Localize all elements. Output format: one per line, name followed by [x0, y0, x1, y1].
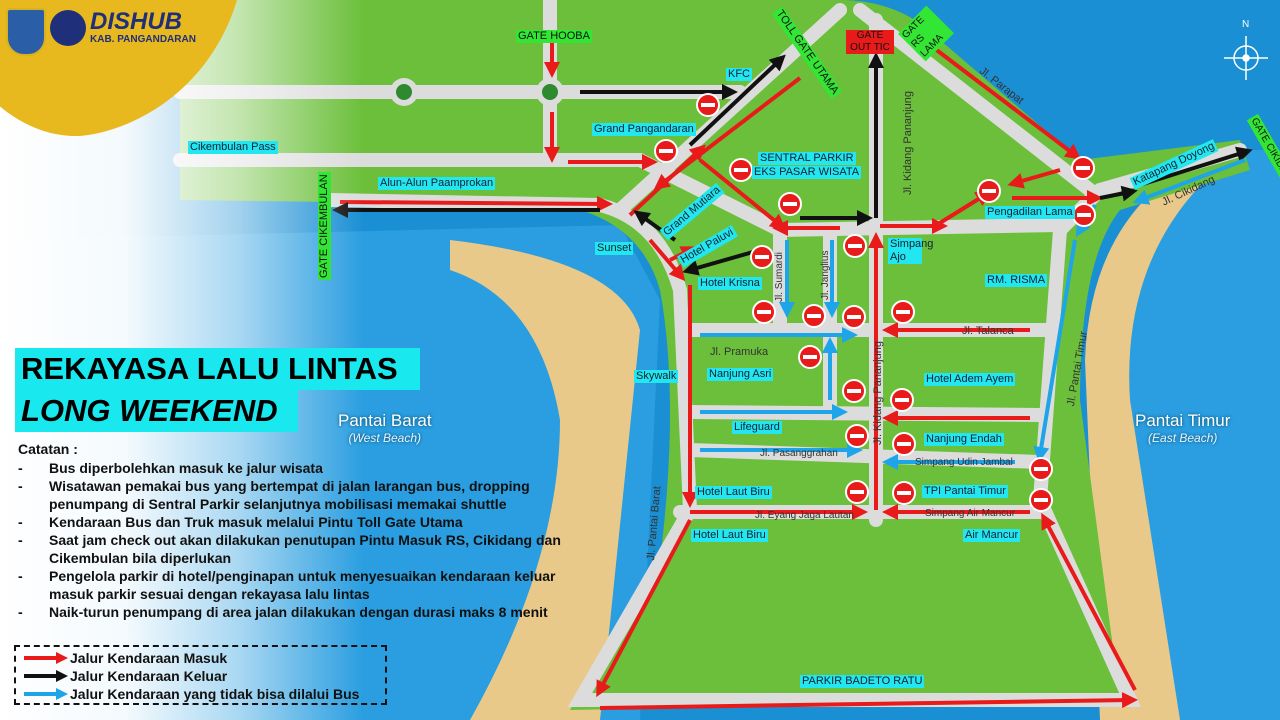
road-talanca: Jl. Talanca [962, 325, 1014, 337]
place-lifeguard: Lifeguard [732, 421, 782, 434]
place-parkir-badeto-ratu: PARKIR BADETO RATU [800, 675, 925, 688]
note-item: Bus diperbolehkan masuk ke jalur wisata [18, 459, 598, 477]
place-hotel-laut-biru-2: Hotel Laut Biru [691, 529, 768, 542]
compass-north-label: N [1242, 19, 1250, 30]
note-item: Naik-turun penumpang di area jalan dilak… [18, 603, 598, 621]
place-hotel-krisna: Hotel Krisna [698, 277, 762, 290]
road-simpang-udin-jambal: Simpang Udin Jambal [915, 457, 1013, 468]
note-item: Kendaraan Bus dan Truk masuk melalui Pin… [18, 513, 598, 531]
road-pramuka: Jl. Pramuka [710, 346, 769, 358]
place-nanjung-endah: Nanjung Endah [924, 433, 1004, 446]
east-beach-label: Pantai Timur(East Beach) [1135, 411, 1231, 445]
place-nanjung-asri: Nanjung Asri [707, 368, 774, 381]
regency-emblem-logo [6, 8, 46, 56]
compass-icon [1224, 36, 1268, 80]
title-line-1: REKAYASA LALU LINTAS [15, 348, 420, 390]
road-simpang-air-mancur: Simpang Air Mancur [925, 508, 1016, 519]
note-item: Saat jam check out akan dilakukan penutu… [18, 531, 598, 567]
place-sentral-parkir: SENTRAL PARKIR [758, 152, 856, 165]
note-item: Wisatawan pemakai bus yang bertempat di … [18, 477, 598, 513]
gate-hooba: GATE HOOBA [516, 30, 592, 43]
notes-heading: Catatan : [18, 441, 78, 457]
no-entry-signs [654, 93, 1096, 512]
place-air-mancur: Air Mancur [963, 529, 1021, 542]
road-sumardi: Jl. Sumardi [774, 251, 785, 302]
black-arrow-icon [24, 670, 68, 682]
place-skywalk: Skywalk [634, 370, 679, 383]
road-pasanggrahan: Jl. Pasanggrahan [760, 448, 838, 459]
place-pengadilan-lama: Pengadilan Lama [985, 206, 1075, 219]
place-eks-pasar-wisata: EKS PASAR WISATA [752, 166, 862, 179]
blue-arrow-icon [24, 688, 68, 700]
legend: Jalur Kendaraan Masuk Jalur Kendaraan Ke… [14, 645, 387, 705]
road-kidang-pananjung-south: Jl. Kidang Pananjung [872, 341, 884, 445]
place-alun-alun: Alun-Alun Paamprokan [378, 177, 496, 190]
road-kidang-pananjung-north: Jl. Kidang Pananjung [902, 91, 914, 195]
notes-section: Catatan : Bus diperbolehkan masuk ke jal… [18, 441, 598, 621]
gate-out-tic: GATE OUT TIC [846, 30, 894, 54]
title-line-2: LONG WEEKEND [15, 390, 298, 432]
road-janglius: Jl. Janglius [820, 250, 831, 300]
place-grand-pangandaran: Grand Pangandaran [592, 123, 696, 136]
place-tpi-pantai-timur: TPI Pantai Timur [922, 485, 1008, 498]
ministry-globe-logo [50, 10, 86, 46]
road-eyang-jaga-lautan: Jl. Eyang Jaga Lautan [755, 510, 854, 521]
place-simpang-ajo: Simpang Ajo [888, 238, 934, 264]
place-rm-risma: RM. RISMA [985, 274, 1048, 287]
place-hotel-adem-ayem: Hotel Adem Ayem [924, 373, 1016, 386]
note-item: Pengelola parkir di hotel/penginapan unt… [18, 567, 598, 603]
place-sunset: Sunset [595, 242, 634, 255]
red-arrow-icon [24, 652, 68, 664]
place-cikembulan-pass: Cikembulan Pass [188, 141, 278, 154]
no-bus-arrows [700, 158, 1246, 470]
dishub-logo: DISHUB KAB. PANGANDARAN [90, 8, 196, 46]
legend-entry-no-bus: Jalur Kendaraan yang tidak bisa dilalui … [22, 685, 379, 703]
page-title: REKAYASA LALU LINTAS LONG WEEKEND [15, 348, 420, 432]
west-beach-label: Pantai Barat(West Beach) [338, 411, 432, 445]
gate-cikembulan: GATE CIKEMBULAN [318, 172, 331, 280]
legend-entry-keluar: Jalur Kendaraan Keluar [22, 667, 379, 685]
place-hotel-laut-biru-1: Hotel Laut Biru [695, 486, 772, 499]
place-kfc: KFC [726, 68, 752, 81]
legend-entry-masuk: Jalur Kendaraan Masuk [22, 649, 379, 667]
